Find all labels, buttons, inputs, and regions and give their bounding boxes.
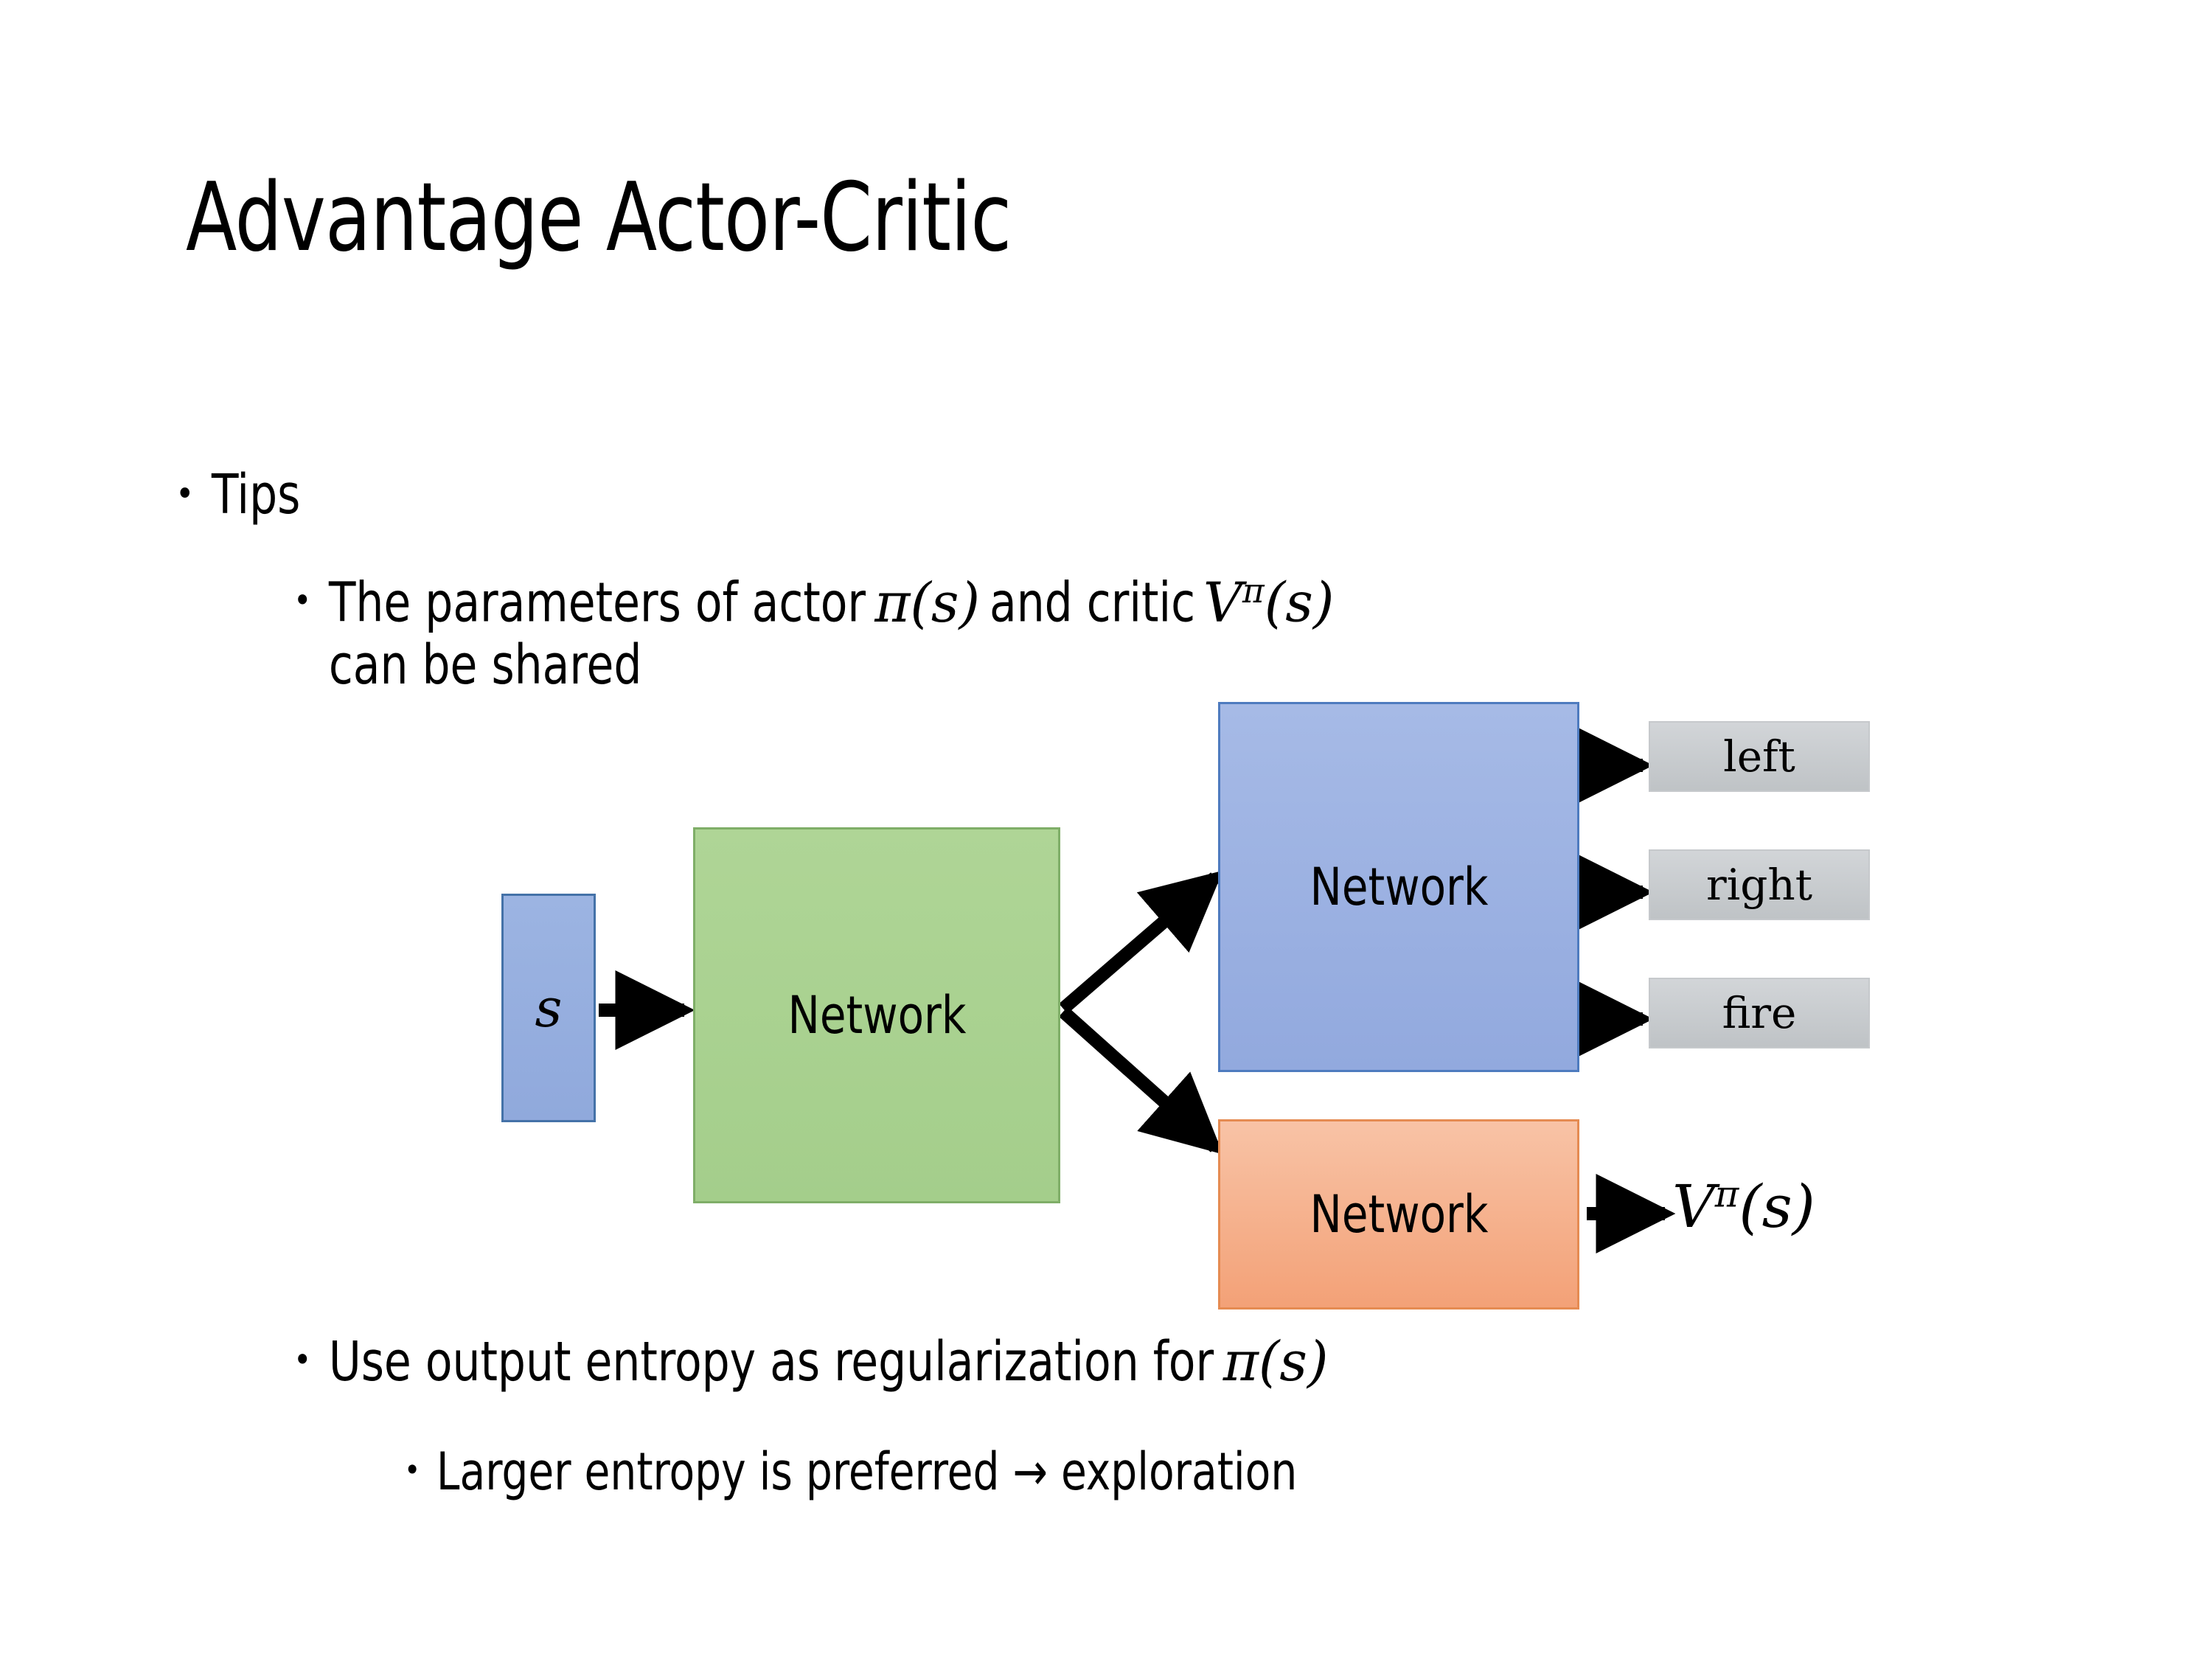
diagram-action-left: left bbox=[1649, 721, 1870, 792]
bullet-entropy-text: Use output entropy as regularization for… bbox=[328, 1330, 1919, 1394]
diagram-node-shared-network: Network bbox=[693, 827, 1060, 1203]
critic-output-argument: (s) bbox=[1739, 1172, 1815, 1241]
math-critic-base: V bbox=[1203, 571, 1242, 635]
diagram-node-critic-network-label: Network bbox=[1310, 1184, 1488, 1245]
bullet-larger-entropy: • Larger entropy is preferred → explorat… bbox=[404, 1441, 1964, 1502]
diagram-node-actor-network: Network bbox=[1218, 702, 1579, 1072]
diagram-action-fire: fire bbox=[1649, 978, 1870, 1048]
params-text-before: The parameters of actor bbox=[328, 571, 880, 635]
bullet-larger-entropy-label: Larger entropy is preferred → exploratio… bbox=[436, 1441, 1298, 1502]
critic-output-superscript: π bbox=[1714, 1172, 1739, 1216]
math-critic-superscript: π bbox=[1242, 571, 1265, 611]
diagram-node-state-label: s bbox=[535, 977, 563, 1039]
bullet-shared-parameters-text: The parameters of actor π(s) and critic … bbox=[329, 571, 1919, 696]
diagram-action-right-label: right bbox=[1705, 860, 1813, 910]
page-title: Advantage Actor-Critic bbox=[186, 163, 1012, 273]
params-text-middle: and critic bbox=[975, 571, 1210, 635]
math-critic-arg: (s) bbox=[1264, 571, 1335, 635]
diagram-action-left-label: left bbox=[1723, 731, 1795, 782]
diagram-action-fire-label: fire bbox=[1722, 988, 1797, 1038]
bullet-marker-icon: • bbox=[404, 1452, 421, 1488]
diagram-node-critic-network: Network bbox=[1218, 1119, 1579, 1310]
diagram-node-actor-network-label: Network bbox=[1310, 857, 1488, 917]
arrow-shared-to-actor bbox=[1059, 870, 1223, 1014]
math-critic-v-pi-s: Vπ(s) bbox=[1203, 571, 1335, 634]
critic-output-base: V bbox=[1672, 1172, 1715, 1241]
diagram-node-state: s bbox=[501, 894, 596, 1122]
bullet-marker-icon: • bbox=[293, 1340, 312, 1380]
bullet-tips: • Tips bbox=[175, 465, 300, 526]
arrow-shared-to-critic bbox=[1059, 1006, 1223, 1155]
math-actor-pi-s: π(s) bbox=[1222, 1330, 1329, 1394]
bullet-shared-parameters: • The parameters of actor π(s) and criti… bbox=[293, 571, 1919, 696]
entropy-text-before: Use output entropy as regularization for bbox=[328, 1330, 1228, 1394]
diagram-action-right: right bbox=[1649, 849, 1870, 920]
math-actor-pi-s: π(s) bbox=[874, 571, 981, 635]
diagram-node-shared-network-label: Network bbox=[787, 985, 966, 1046]
bullet-marker-icon: • bbox=[175, 473, 195, 515]
bullet-entropy-regularization: • Use output entropy as regularization f… bbox=[293, 1330, 1919, 1394]
diagram-critic-output-label: Vπ(s) bbox=[1672, 1172, 1815, 1241]
bullet-marker-icon: • bbox=[293, 580, 312, 620]
bullet-tips-label: Tips bbox=[211, 463, 301, 526]
params-text-line2: can be shared bbox=[328, 633, 642, 698]
